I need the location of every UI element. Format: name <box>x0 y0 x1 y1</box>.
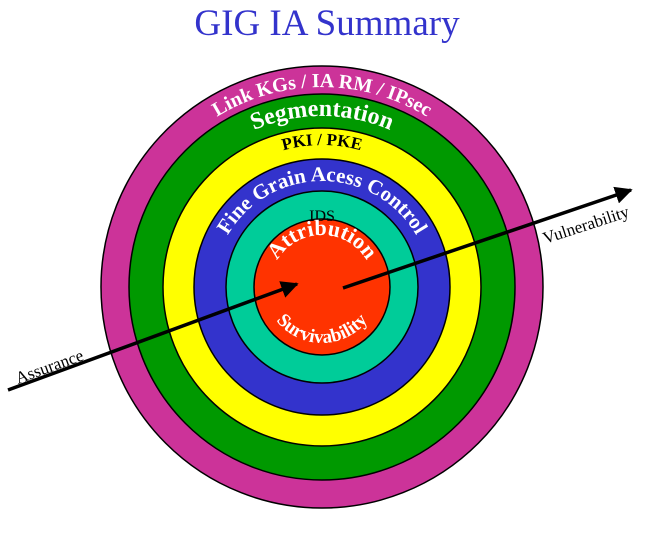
ring-core <box>253 218 391 356</box>
assurance-arrow <box>7 281 299 392</box>
page-title: GIG IA Summary <box>194 3 460 44</box>
ring-label-ids: IDS <box>309 208 335 225</box>
assurance-label: Assurance <box>13 346 86 388</box>
vulnerability-arrow <box>342 186 633 290</box>
vulnerability-label: Vulnerability <box>540 202 632 248</box>
